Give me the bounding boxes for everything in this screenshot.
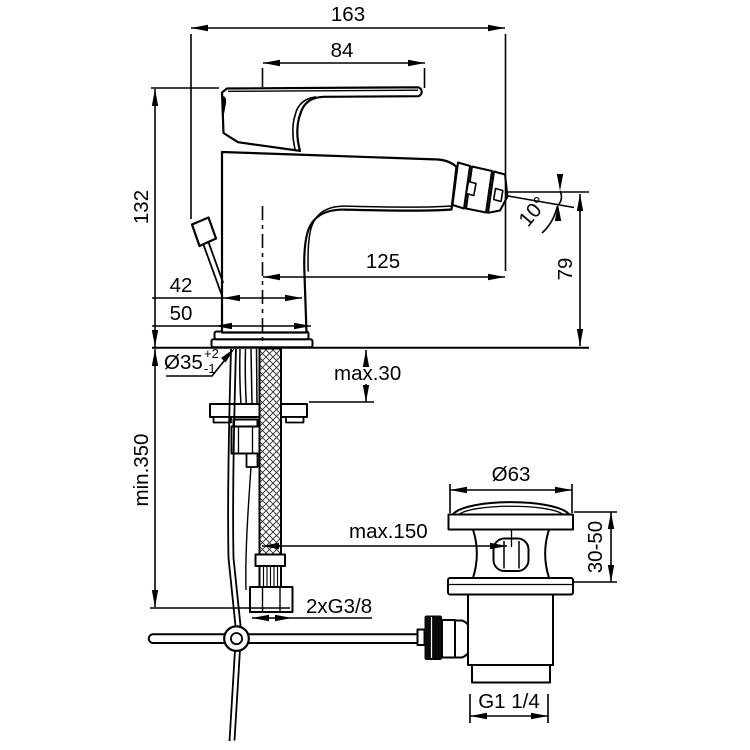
dim-spout-reach: 125 [366, 250, 400, 273]
spout-aerator [451, 161, 509, 214]
spout-underside-detail [307, 205, 452, 272]
dim-waste-flange-diameter: Ø63 [492, 463, 531, 486]
waste-actuating-rod [147, 633, 418, 644]
dimension-labels: 163 84 132 min.350 42 50 125 Ø35 +2 -1 m… [130, 3, 607, 713]
dim-max-deck-thickness: max.30 [334, 362, 401, 385]
dim-waste-clamp-range: 30-50 [584, 521, 607, 573]
dim-supply-connection: 2xG3/8 [306, 595, 372, 618]
rod-pivot-joint [223, 625, 250, 652]
dim-hole-diameter: Ø35 [164, 351, 203, 374]
dim-hole-tol-plus: +2 [204, 346, 219, 361]
pop-up-rod-lower [227, 348, 242, 742]
waste-body [467, 593, 554, 666]
braided-supply-hose [249, 347, 294, 613]
lever-handle [220, 86, 423, 152]
dim-body-height: 132 [130, 190, 153, 224]
angle-arc [557, 190, 563, 206]
bidet-mixer-side-view [190, 86, 509, 349]
mixer-body-outline [220, 150, 458, 334]
dim-min-clearance: min.350 [130, 434, 153, 507]
dim-body-depth: 42 [170, 274, 193, 297]
pop-up-rod-knob [190, 216, 225, 297]
dim-spout-outlet-height: 79 [554, 258, 577, 281]
dim-waste-thread: G1 1/4 [478, 690, 540, 713]
dim-hole-tol-minus: -1 [204, 361, 216, 376]
dim-base-width: 50 [170, 302, 193, 325]
angle-label-leader [541, 205, 559, 234]
below-deck-assembly [147, 347, 574, 742]
dimension-graphics [150, 24, 617, 723]
angle-reference-line [507, 195, 575, 209]
dim-overall-length: 163 [331, 3, 365, 26]
pop-up-waste [447, 501, 574, 684]
dimension-arrowheads [151, 24, 615, 720]
waste-dome-cap [451, 501, 571, 516]
waste-lower-flange [447, 577, 574, 596]
supply-hose-2 [230, 348, 261, 591]
waste-top-flange [447, 513, 574, 531]
dim-handle-length: 84 [331, 39, 354, 62]
handle-tip-accent [221, 96, 227, 115]
rod-coupling [416, 615, 474, 660]
waste-tailpiece [471, 664, 551, 684]
dim-max-hose-length: max.150 [349, 520, 428, 543]
